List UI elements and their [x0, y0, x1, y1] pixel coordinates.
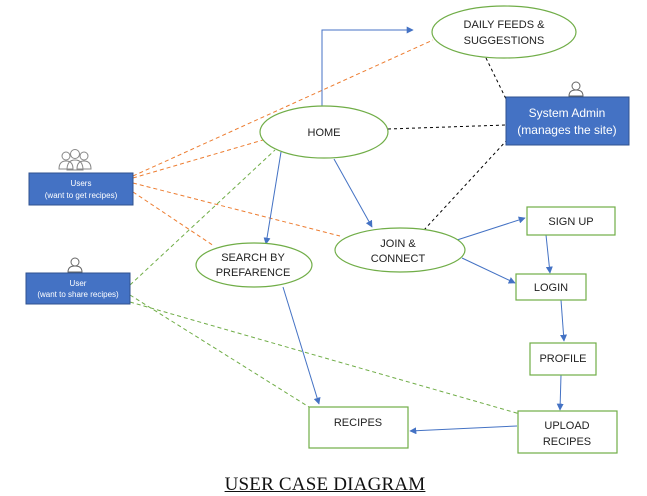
join-label-line1: JOIN &: [380, 238, 416, 250]
dash-users-daily: [132, 39, 434, 177]
dash-users-search: [132, 191, 215, 247]
box-profile[interactable]: PROFILE: [529, 342, 597, 376]
connectors: [129, 26, 568, 435]
use-case-search-preference[interactable]: SEARCH BY PREFARENCE: [195, 242, 313, 288]
actor-user[interactable]: User (want to share recipes): [25, 257, 131, 305]
search-label-line2: PREFARENCE: [216, 267, 291, 279]
home-label: HOME: [308, 127, 341, 139]
users-group-icon: [58, 149, 92, 171]
arrow-home-join: [333, 158, 373, 228]
dash-user-recipes: [129, 294, 310, 408]
arrow-home-daily: [321, 26, 414, 109]
daily-label-line1: DAILY FEEDS &: [464, 19, 546, 31]
profile-label: PROFILE: [539, 353, 586, 365]
admin-actor-line1: System Admin: [529, 106, 606, 120]
admin-user-icon: [568, 81, 584, 97]
arrow-join-login: [461, 257, 516, 284]
dash-admin-daily: [485, 57, 509, 104]
user-actor-line1: User: [70, 279, 87, 288]
arrow-signup-login: [545, 234, 553, 274]
users-actor-line1: Users: [71, 179, 92, 188]
box-sign-up[interactable]: SIGN UP: [526, 206, 616, 236]
admin-actor-line2: (manages the site): [517, 123, 616, 137]
use-case-daily-feeds[interactable]: DAILY FEEDS & SUGGESTIONS: [431, 5, 577, 59]
login-label: LOGIN: [534, 282, 568, 294]
use-case-home[interactable]: HOME: [259, 105, 389, 159]
users-actor-line2: (want to get recipes): [45, 191, 118, 200]
upload-label-line1: UPLOAD: [544, 420, 589, 432]
use-case-diagram: DAILY FEEDS & SUGGESTIONS HOME JOIN & CO…: [25, 5, 630, 454]
actor-users[interactable]: Users (want to get recipes): [28, 149, 134, 206]
dash-users-home: [132, 139, 264, 179]
dash-admin-join: [423, 139, 508, 231]
arrow-upload-recipes: [409, 425, 518, 435]
arrow-home-search: [263, 151, 282, 245]
dash-admin-home: [387, 124, 507, 130]
box-upload-recipes[interactable]: UPLOAD RECIPES: [517, 410, 618, 454]
arrow-search-recipes: [282, 286, 321, 405]
dash-user-upload: [129, 301, 521, 415]
use-case-join-connect[interactable]: JOIN & CONNECT: [334, 227, 466, 273]
user-icon: [67, 257, 83, 273]
arrow-profile-upload: [556, 374, 564, 411]
recipes-label: RECIPES: [334, 417, 382, 429]
box-login[interactable]: LOGIN: [515, 273, 587, 301]
daily-label-line2: SUGGESTIONS: [464, 35, 545, 47]
search-label-line1: SEARCH BY: [221, 252, 285, 264]
arrow-join-signup: [456, 216, 526, 241]
dash-users-join: [132, 182, 341, 237]
upload-label-line2: RECIPES: [543, 436, 591, 448]
signup-label: SIGN UP: [548, 216, 593, 228]
actor-system-admin[interactable]: System Admin (manages the site): [505, 81, 630, 146]
diagram-title: USER CASE DIAGRAM: [224, 474, 426, 495]
arrow-login-profile: [560, 299, 568, 342]
user-actor-line2: (want to share recipes): [37, 290, 119, 299]
join-label-line2: CONNECT: [371, 253, 426, 265]
box-recipes[interactable]: RECIPES: [308, 406, 409, 449]
dash-user-home: [129, 149, 276, 286]
